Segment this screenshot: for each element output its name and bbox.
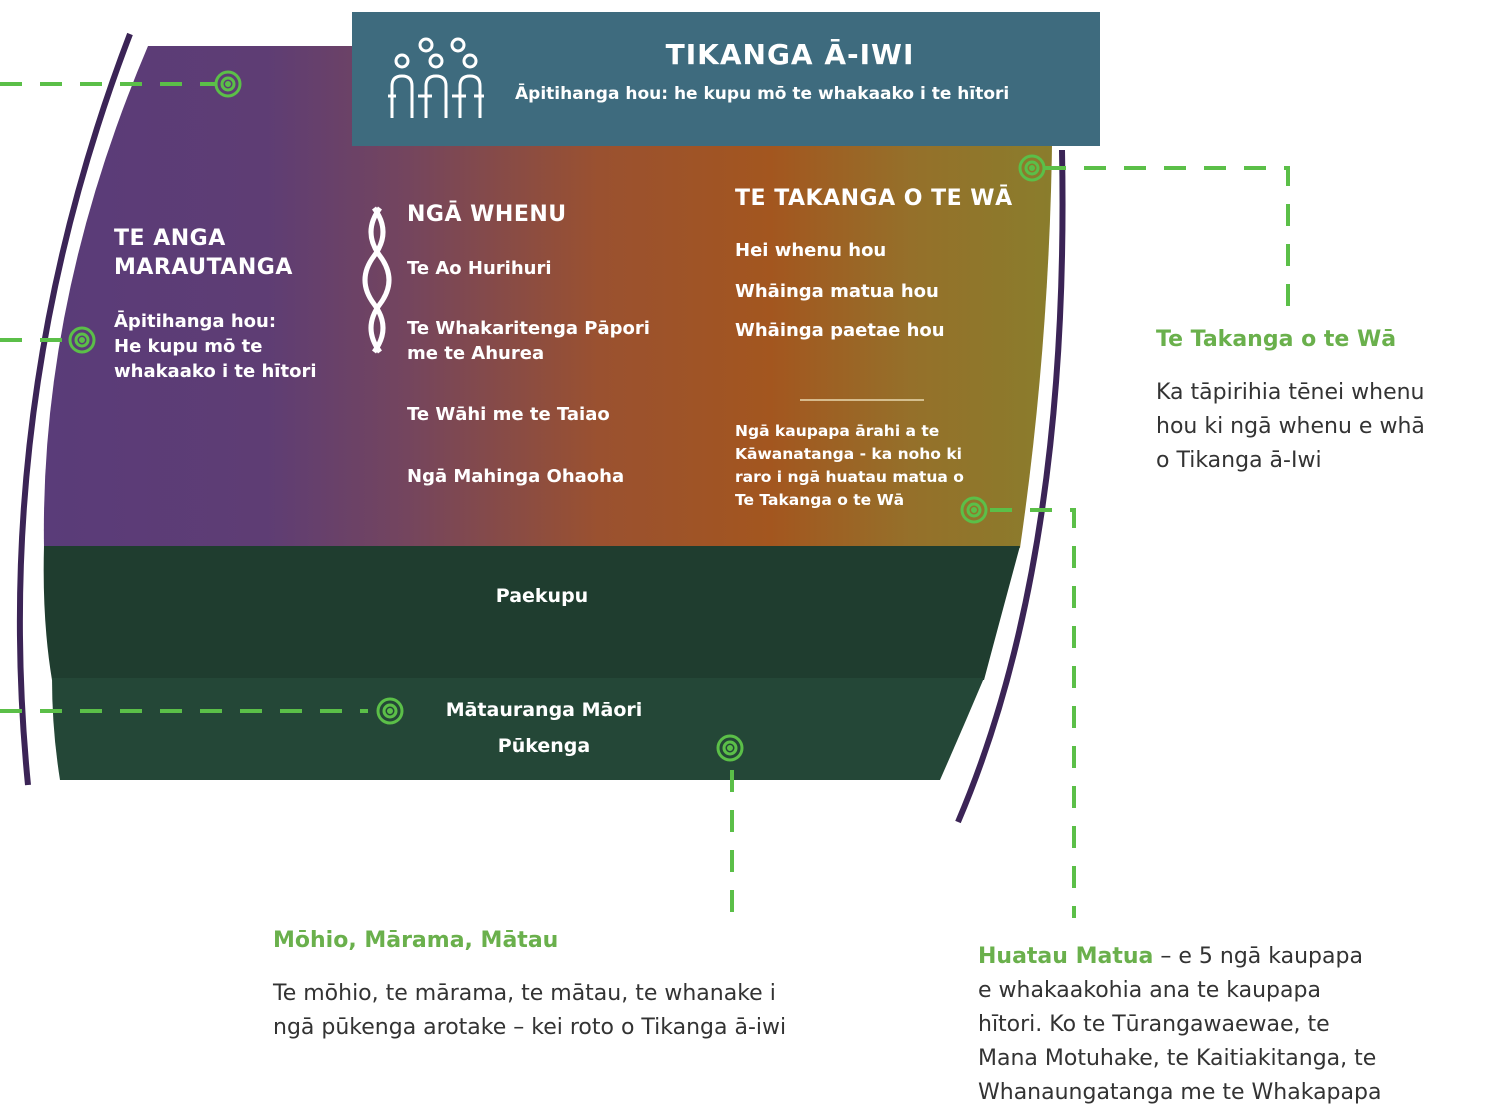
huatau-callout-title: Huatau Matua: [978, 944, 1154, 969]
takanga-item-2: Whāinga matua hou: [735, 281, 939, 302]
left-heading-line2: MARAUTANGA: [114, 255, 293, 280]
huatau-callout-line5: Whanaungatanga me te Whakapapa: [978, 1080, 1382, 1105]
middle-heading: NGĀ WHENU: [407, 202, 567, 227]
takanga-callout-title: Te Takanga o te Wā: [1156, 327, 1397, 352]
whenu-item-1: Te Ao Hurihuri: [407, 258, 552, 279]
mohio-callout-line1: Te mōhio, te mārama, te mātau, te whanak…: [273, 981, 776, 1006]
matauranga-label: Mātauranga Māori: [445, 699, 643, 721]
connector-takanga: [1044, 166, 1290, 318]
takanga-note-line4: Te Takanga o te Wā: [735, 491, 905, 509]
paekupu-label: Paekupu: [495, 585, 589, 607]
takanga-callout-line2: hou ki ngā whenu e whā: [1156, 414, 1425, 439]
takanga-note-line2: Kāwanatanga - ka noho ki: [735, 445, 962, 463]
huatau-callout-line3: hītori. Ko te Tūrangawaewae, te: [978, 1012, 1330, 1037]
huatau-callout-first: – e 5 ngā kaupapa: [1153, 944, 1363, 969]
right-heading: TE TAKANGA O TE WĀ: [735, 186, 1013, 211]
takanga-note-line3: raro i ngā huatau matua o: [735, 468, 964, 486]
left-heading-line1: TE ANGA: [114, 226, 226, 251]
huatau-callout-line4: Mana Motuhake, te Kaitiakitanga, te: [978, 1046, 1377, 1071]
spiral-icon-markers: [68, 70, 1046, 762]
left-arc-line: [16, 32, 133, 786]
paekupu-band: [43, 546, 1020, 680]
left-text-line1: Āpitihanga hou:: [114, 311, 277, 332]
spiral-icon: [214, 70, 242, 98]
people-icon: [388, 37, 484, 118]
mohio-callout-line2: ngā pūkenga arotake – kei roto o Tikanga…: [273, 1015, 787, 1040]
spiral-icon: [68, 326, 96, 354]
takanga-callout-line3: o Tikanga ā-Iwi: [1156, 448, 1322, 473]
whenu-item-3: Te Wāhi me te Taiao: [407, 404, 610, 425]
whenu-item-2b: me te Ahurea: [407, 343, 545, 364]
pukenga-label: Pūkenga: [497, 735, 591, 757]
takanga-note-line1: Ngā kaupapa ārahi a te: [735, 422, 940, 440]
takanga-callout-line1: Ka tāpirihia tēnei whenu: [1156, 380, 1425, 405]
takanga-item-1: Hei whenu hou: [735, 240, 887, 261]
huatau-callout-line1: Huatau Matua – e 5 ngā kaupapa: [978, 940, 1363, 974]
braid-icon: [362, 206, 392, 354]
takanga-item-3: Whāinga paetae hou: [735, 320, 945, 341]
whenu-item-2: Te Whakaritenga Pāpori: [407, 318, 650, 339]
matauranga-band: [52, 678, 984, 780]
spiral-icon: [1018, 154, 1046, 182]
header-subtitle: Āpitihanga hou: he kupu mō te whakaako i…: [515, 84, 1010, 104]
main-gradient-panel: [43, 46, 1053, 548]
header-title: TIKANGA Ā-IWI: [665, 38, 915, 71]
spiral-icon: [716, 734, 744, 762]
huatau-callout-line2: e whakaakohia ana te kaupapa: [978, 978, 1321, 1003]
spiral-icon: [376, 697, 404, 725]
right-arc-line: [955, 149, 1066, 824]
left-text-line2: He kupu mō te: [114, 336, 263, 357]
connector-huatau: [990, 508, 1076, 918]
left-text-line3: whakaako i te hītori: [114, 361, 317, 382]
mohio-callout-title: Mōhio, Mārama, Mātau: [273, 928, 559, 953]
whenu-item-4: Ngā Mahinga Ohaoha: [407, 466, 625, 487]
spiral-icon: [960, 496, 988, 524]
